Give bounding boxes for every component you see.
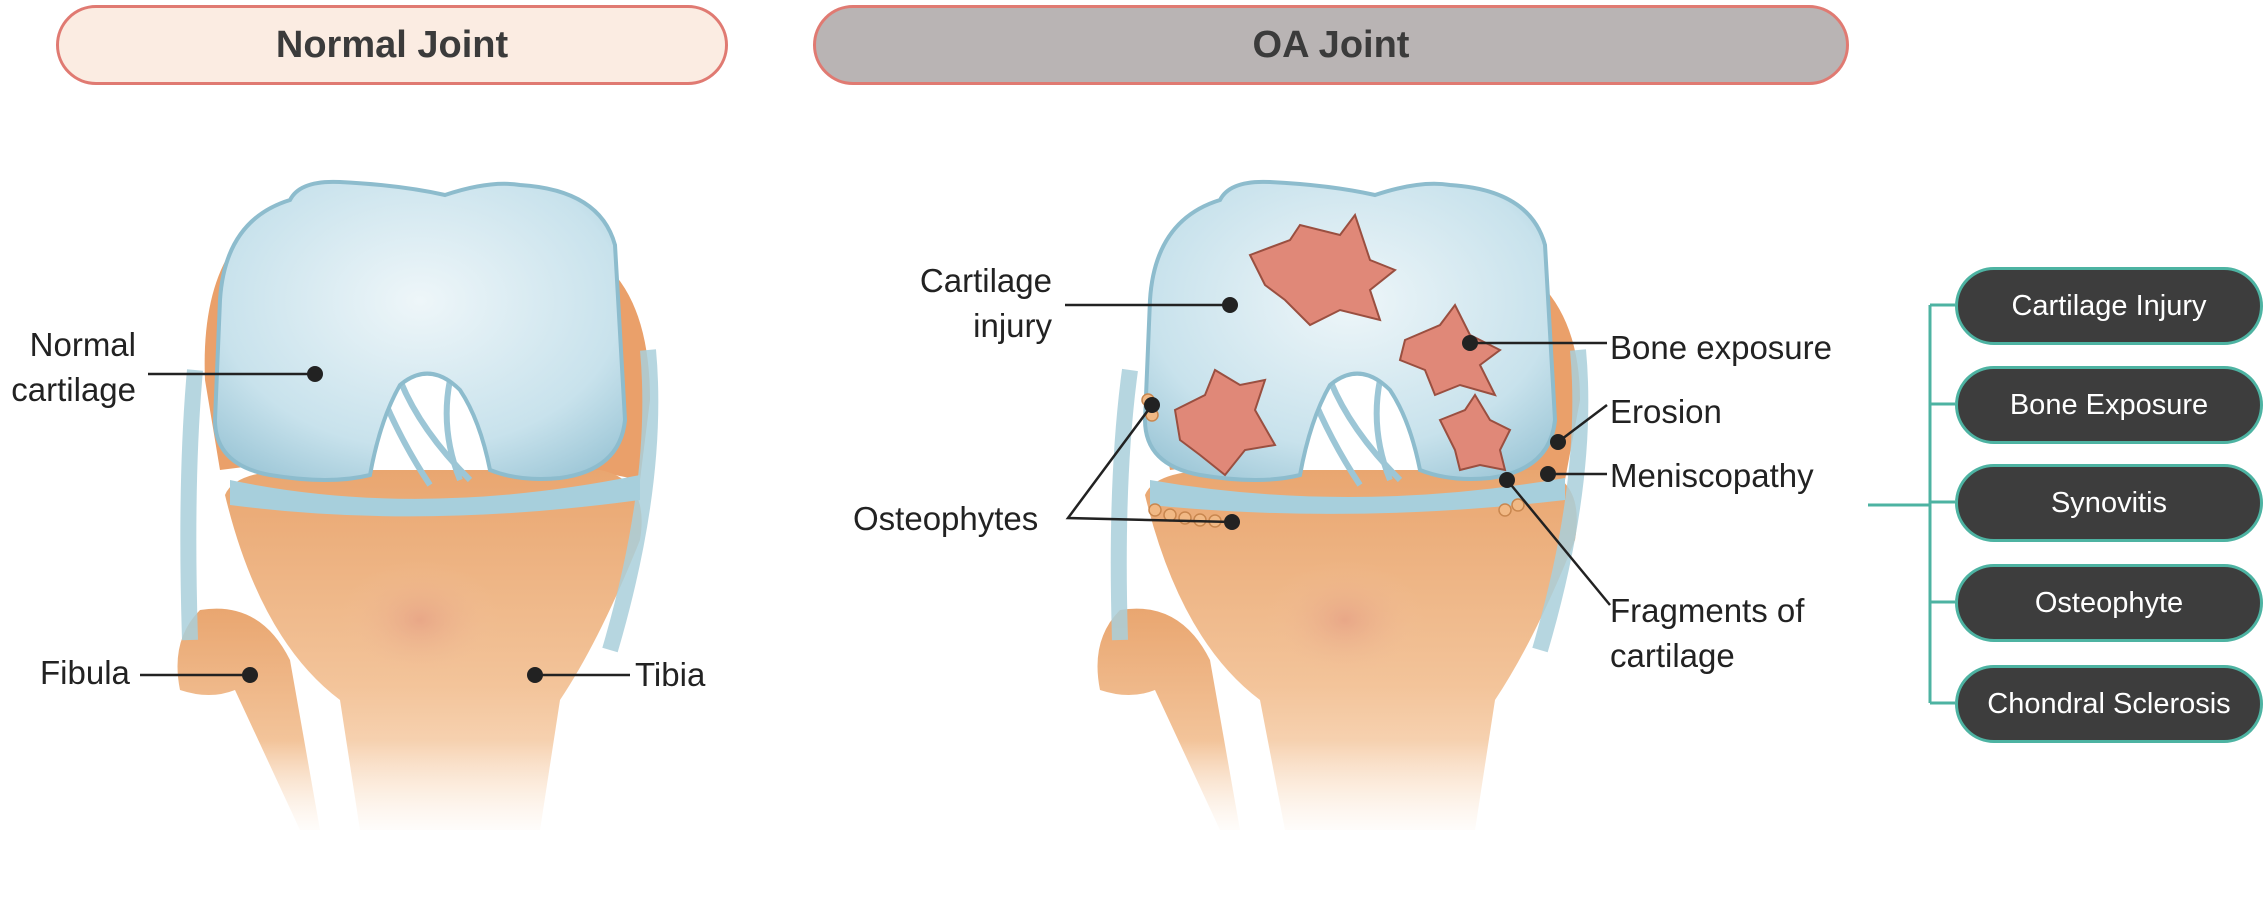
category-bracket: [1868, 303, 1955, 705]
category-chondral-sclerosis: Chondral Sclerosis: [1955, 665, 2263, 743]
tibia-shading: [340, 560, 500, 680]
fibula-dot: [242, 667, 258, 683]
fragments-label-line1: Fragments of: [1610, 592, 1805, 629]
medial-ligament: [602, 349, 659, 653]
bone-exposure-dot: [1462, 335, 1478, 351]
oa-meniscus: [1150, 478, 1565, 514]
normal-cartilage-dot: [307, 366, 323, 382]
fragments-label-line2: cartilage: [1610, 637, 1735, 674]
category-osteophyte: Osteophyte: [1955, 564, 2263, 642]
cartilage-injury-label-line2: injury: [973, 307, 1052, 344]
lesion-left: [1173, 368, 1277, 477]
cartilage-injury-dot: [1222, 297, 1238, 313]
fibula-label: Fibula: [40, 654, 130, 691]
normal-cartilage-label: Normal cartilage: [0, 322, 136, 412]
oa-knee-illustration: [1065, 179, 1640, 840]
osteophytes-leader: [1065, 404, 1233, 524]
bone-exposure-label: Bone exposure: [1610, 329, 1832, 366]
oa-lateral-ligament: [1110, 368, 1138, 641]
lateral-ligament: [180, 369, 203, 641]
category-bone-exposure: Bone Exposure: [1955, 366, 2263, 444]
osteophytes-dot-lower: [1224, 514, 1240, 530]
cartilage-injury-label: Cartilage injury: [880, 258, 1052, 348]
lesion-top: [1248, 212, 1397, 327]
osteophytes-label: Osteophytes: [853, 500, 1039, 537]
tibia-label: Tibia: [635, 656, 706, 693]
normal-cartilage-cap: [212, 179, 628, 482]
fragments-leader: [1506, 479, 1611, 606]
meniscopathy-label: Meniscopathy: [1610, 457, 1814, 494]
oa-joint-header: OA Joint: [813, 5, 1849, 85]
oa-joint-title: OA Joint: [1252, 23, 1410, 66]
normal-knee-illustration: [140, 179, 710, 840]
normal-joint-title: Normal Joint: [275, 23, 509, 66]
osteophytes-dot-upper: [1144, 397, 1160, 413]
normal-cartilage-label-line1: Normal: [29, 326, 136, 363]
oa-bottom-fade: [1080, 740, 1640, 840]
normal-bottom-fade: [150, 740, 710, 840]
fragments-label: Fragments of cartilage: [1610, 588, 1804, 678]
erosion-leader: [1557, 404, 1608, 443]
erosion-dot: [1550, 434, 1566, 450]
normal-cartilage-label-line2: cartilage: [11, 371, 136, 408]
category-cartilage-injury: Cartilage Injury: [1955, 267, 2263, 345]
cartilage-injury-label-line1: Cartilage: [919, 262, 1052, 299]
category-synovitis: Synovitis: [1955, 464, 2263, 542]
erosion-label: Erosion: [1610, 393, 1722, 430]
lesion-lower: [1438, 393, 1512, 472]
lesion-right: [1398, 303, 1502, 397]
oa-tibia-shading: [1265, 560, 1425, 680]
tibia-dot: [527, 667, 543, 683]
fragments-dot: [1499, 472, 1515, 488]
normal-meniscus: [230, 475, 640, 517]
normal-joint-header: Normal Joint: [56, 5, 728, 85]
meniscopathy-dot: [1540, 466, 1556, 482]
oa-medial-ligament: [1532, 349, 1589, 653]
